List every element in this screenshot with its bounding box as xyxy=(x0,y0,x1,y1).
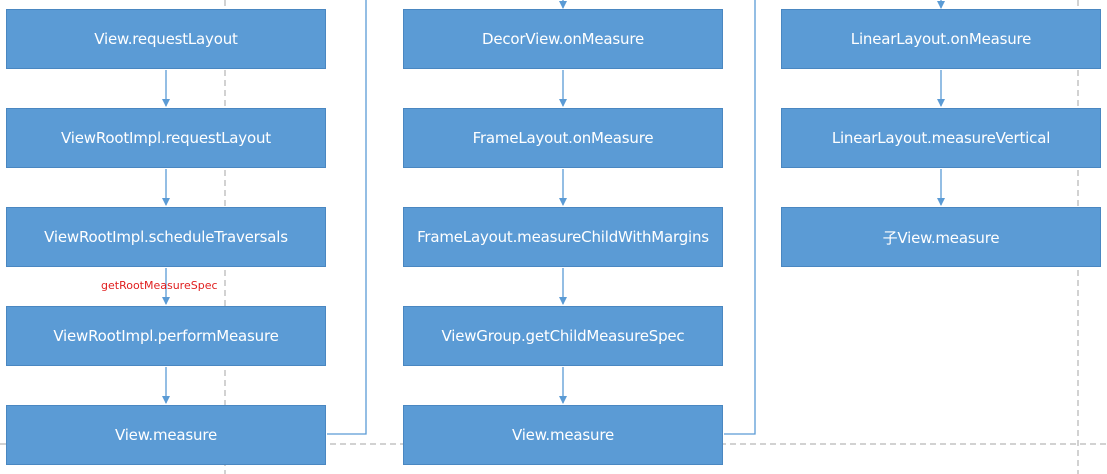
connector-col2-to-col3 xyxy=(724,0,756,435)
node-viewgroup-get-child-measure-spec: ViewGroup.getChildMeasureSpec xyxy=(403,306,723,366)
node-child-view-measure: 子View.measure xyxy=(781,207,1101,267)
node-linearlayout-measure-vertical: LinearLayout.measureVertical xyxy=(781,108,1101,168)
node-framelayout-measure-child-with-margins: FrameLayout.measureChildWithMargins xyxy=(403,207,723,267)
node-view-measure-2: View.measure xyxy=(403,405,723,465)
node-view-request-layout: View.requestLayout xyxy=(6,9,326,69)
note-get-root-measure-spec: getRootMeasureSpec xyxy=(101,279,218,292)
node-view-measure-1: View.measure xyxy=(6,405,326,465)
node-viewrootimpl-schedule-traversals: ViewRootImpl.scheduleTraversals xyxy=(6,207,326,267)
node-viewrootimpl-perform-measure: ViewRootImpl.performMeasure xyxy=(6,306,326,366)
node-viewrootimpl-request-layout: ViewRootImpl.requestLayout xyxy=(6,108,326,168)
node-decorview-on-measure: DecorView.onMeasure xyxy=(403,9,723,69)
connector-col1-to-col2 xyxy=(327,0,367,435)
node-linearlayout-on-measure: LinearLayout.onMeasure xyxy=(781,9,1101,69)
node-framelayout-on-measure: FrameLayout.onMeasure xyxy=(403,108,723,168)
